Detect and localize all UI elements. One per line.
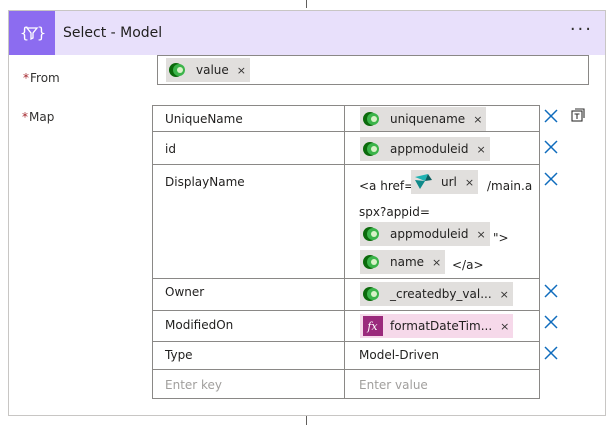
more-options-button[interactable]: ··· bbox=[569, 19, 593, 40]
map-key[interactable]: DisplayName bbox=[165, 175, 245, 189]
svg-text:{: { bbox=[20, 24, 29, 42]
token-label: appmoduleid bbox=[390, 142, 469, 156]
value-token[interactable]: url × bbox=[411, 170, 479, 194]
delete-row-icon[interactable] bbox=[543, 108, 559, 124]
map-key[interactable]: Owner bbox=[165, 285, 205, 299]
remove-token-icon[interactable]: × bbox=[476, 142, 486, 156]
value-token[interactable]: appmoduleid × bbox=[360, 137, 490, 161]
remove-token-icon[interactable]: × bbox=[432, 255, 442, 269]
map-key[interactable]: UniqueName bbox=[165, 112, 243, 126]
map-label: *Map bbox=[22, 110, 55, 124]
value-text: </a> bbox=[452, 258, 484, 272]
remove-token-icon[interactable]: × bbox=[476, 227, 486, 241]
remove-token-icon[interactable]: × bbox=[499, 287, 509, 301]
delete-row-icon[interactable] bbox=[543, 171, 559, 187]
token-label: name bbox=[390, 255, 425, 269]
power-apps-icon bbox=[411, 170, 435, 194]
flow-connector-bottom bbox=[306, 416, 307, 425]
delete-row-icon[interactable] bbox=[543, 283, 559, 299]
token-label: url bbox=[441, 175, 457, 189]
from-label: *From bbox=[23, 71, 60, 85]
svg-text:}: } bbox=[37, 24, 45, 42]
dataverse-icon bbox=[166, 58, 190, 82]
switch-text-mode-icon[interactable] bbox=[570, 107, 586, 123]
card-header[interactable]: { } Select - Model ··· bbox=[9, 11, 605, 55]
remove-token-icon[interactable]: × bbox=[236, 63, 246, 77]
row-divider bbox=[153, 278, 539, 279]
map-key[interactable]: ModifiedOn bbox=[165, 318, 234, 332]
dataverse-icon bbox=[360, 107, 384, 131]
value-text: <a href=" bbox=[359, 179, 420, 193]
row-divider bbox=[153, 341, 539, 342]
token-label: value bbox=[196, 63, 229, 77]
row-divider bbox=[153, 369, 539, 370]
expression-fx-icon: fx bbox=[360, 314, 384, 338]
map-table: UniqueName id DisplayName Owner Modified… bbox=[152, 105, 540, 399]
value-token[interactable]: appmoduleid × bbox=[360, 222, 490, 246]
remove-token-icon[interactable]: × bbox=[500, 319, 510, 333]
value-text: spx?appid= bbox=[359, 205, 430, 219]
dataverse-icon bbox=[360, 282, 384, 306]
delete-row-icon[interactable] bbox=[543, 345, 559, 361]
token-label: _createdby_val... bbox=[390, 287, 492, 301]
row-divider bbox=[153, 131, 539, 132]
remove-token-icon[interactable]: × bbox=[473, 112, 483, 126]
dataverse-icon bbox=[360, 250, 384, 274]
row-divider bbox=[153, 310, 539, 311]
value-token[interactable]: _createdby_val... × bbox=[360, 282, 513, 306]
value-text: "> bbox=[493, 231, 509, 245]
map-key[interactable]: id bbox=[165, 142, 176, 156]
value-token[interactable]: uniquename × bbox=[360, 107, 487, 131]
delete-row-icon[interactable] bbox=[543, 314, 559, 330]
token-label: appmoduleid bbox=[390, 227, 469, 241]
token-label: uniquename bbox=[390, 112, 466, 126]
enter-value-input[interactable]: Enter value bbox=[359, 378, 428, 392]
row-divider bbox=[153, 164, 539, 165]
card-title: Select - Model bbox=[63, 25, 163, 41]
token-label: formatDateTim... bbox=[390, 319, 493, 333]
from-input[interactable]: value × bbox=[157, 55, 589, 85]
map-key[interactable]: Type bbox=[165, 348, 193, 362]
delete-row-icon[interactable] bbox=[543, 139, 559, 155]
remove-token-icon[interactable]: × bbox=[464, 175, 475, 189]
enter-key-input[interactable]: Enter key bbox=[165, 378, 223, 392]
dataverse-icon bbox=[360, 222, 384, 246]
expression-token[interactable]: fx formatDateTim... × bbox=[360, 314, 514, 338]
value-text[interactable]: Model-Driven bbox=[359, 348, 439, 362]
dataverse-icon bbox=[360, 137, 384, 161]
value-token[interactable]: name × bbox=[360, 250, 446, 274]
column-divider bbox=[344, 106, 345, 398]
data-operation-icon: { } bbox=[9, 11, 55, 55]
value-text: /main.a bbox=[487, 179, 533, 193]
from-token[interactable]: value × bbox=[166, 58, 250, 82]
flow-connector-top bbox=[306, 0, 307, 8]
